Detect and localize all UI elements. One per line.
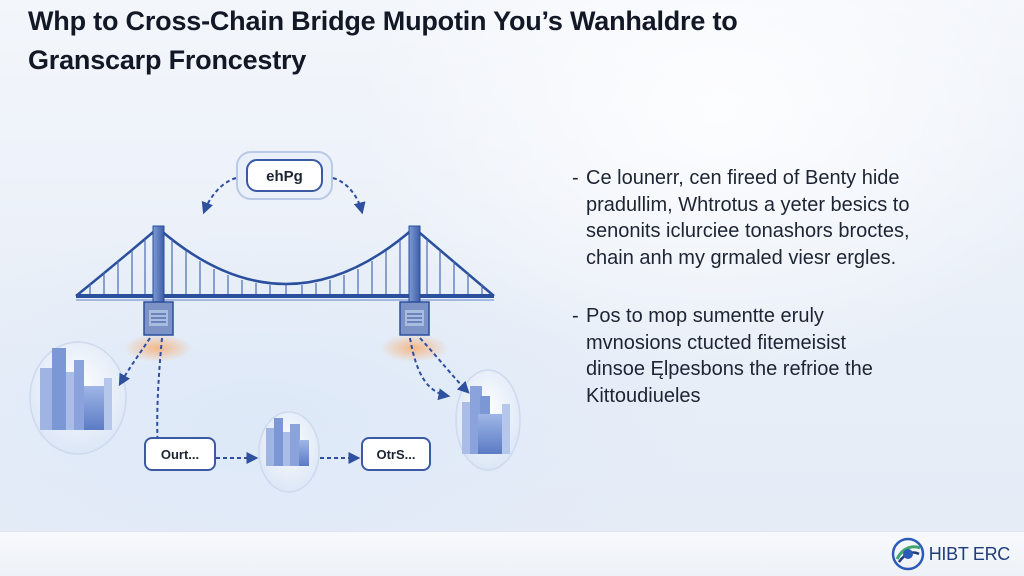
arrow-top-right	[332, 177, 366, 215]
bullet-line: Ce lounerr, cen fireed of Benty hide	[586, 167, 900, 189]
tower-right	[399, 225, 430, 336]
top-node: ehPg	[236, 151, 333, 200]
arrow-top-left	[201, 177, 237, 215]
arrow-tower-to-city-right-b	[419, 337, 470, 394]
city-center	[258, 411, 320, 493]
bullet-line: dinsoe Ęlpesbons the refrioe the	[586, 358, 873, 380]
bullet-line: senonits iclurciee tonashors broctes,	[586, 220, 910, 242]
tower-glow-left	[124, 334, 192, 362]
bullet-line: Kittoudiueles	[586, 384, 701, 407]
bullet-line: Pos to mop sumentte eruly	[586, 305, 824, 327]
node-right: OtrS...	[361, 437, 431, 471]
city-left	[29, 341, 127, 455]
top-node-label: ehPg	[266, 168, 303, 185]
tower-left	[143, 225, 174, 336]
city-right	[455, 369, 521, 471]
footer-band	[0, 531, 1024, 576]
tower-glow-right	[380, 334, 448, 362]
hibt-logo-icon	[891, 537, 924, 571]
title-line-2: Granscarp Froncestry	[28, 45, 307, 75]
bridge	[75, 225, 495, 336]
node-left-label: Ourt...	[161, 447, 199, 462]
bullet-item: Ce lounerr, cen fireed of Benty hide pra…	[572, 165, 1002, 271]
logo-text: HIBT ERC	[928, 543, 1011, 564]
arrow-tower-to-city-right-a	[409, 337, 451, 401]
brand-logo: HIBT ERC	[891, 537, 1011, 571]
bullet-line: pradullim, Whtrotus a yeter besics to	[586, 193, 910, 216]
slide-title: Whp to Cross-Chain Bridge Mupotin You’s …	[28, 2, 928, 80]
bullet-list: Ce lounerr, cen fireed of Benty hide pra…	[572, 165, 1002, 409]
title-line-1: Whp to Cross-Chain Bridge Mupotin You’s …	[28, 6, 738, 36]
bridge-diagram: ehPg	[29, 151, 521, 493]
node-left: Ourt...	[144, 437, 216, 471]
bullet-item: Pos to mop sumentte eruly mvnosions ctuc…	[572, 303, 1002, 409]
node-right-label: OtrS...	[376, 447, 415, 462]
bullet-line: chain anh my grmaled viesr ergles.	[586, 246, 897, 269]
bullet-line: mvnosions ctucted fitemeisist	[586, 331, 847, 354]
arrow-tower-to-city-left	[118, 337, 151, 387]
